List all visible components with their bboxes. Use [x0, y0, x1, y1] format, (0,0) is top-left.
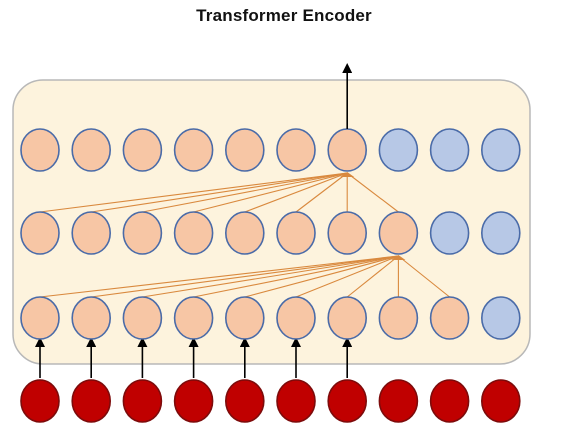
token-node-active [122, 211, 163, 255]
attention-line [244, 255, 399, 298]
attention-junction-marker [340, 172, 355, 177]
token-node-masked [480, 211, 521, 255]
input-embedding-node [276, 379, 316, 423]
token-node-active [225, 296, 265, 340]
token-node-active [20, 296, 60, 340]
token-node-active [378, 296, 419, 340]
attention-line [193, 172, 348, 213]
token-node-active [173, 211, 214, 255]
diagram-title: Transformer Encoder [196, 6, 372, 25]
token-node-active [327, 128, 368, 172]
token-node-masked [480, 128, 521, 172]
input-embedding-node [327, 379, 368, 423]
token-node-active [429, 296, 470, 340]
token-node-active [71, 296, 111, 340]
token-node-active [20, 128, 60, 172]
attention-line [244, 172, 348, 213]
token-node-active [378, 211, 419, 255]
attention-line [39, 172, 348, 213]
token-node-active [276, 128, 316, 172]
attention-line [39, 255, 399, 298]
input-embedding-node [122, 379, 163, 423]
token-node-masked [378, 128, 419, 172]
token-nodes [20, 128, 521, 423]
input-embedding-node [71, 379, 111, 423]
token-node-active [122, 128, 163, 172]
token-node-active [122, 296, 163, 340]
token-node-active [276, 211, 316, 255]
token-node-active [20, 211, 60, 255]
input-arrows [35, 337, 353, 378]
attention-line [193, 255, 399, 298]
attention-line [91, 172, 348, 213]
attention-line [295, 172, 348, 213]
attention-line [346, 255, 399, 298]
token-node-active [71, 128, 111, 172]
attention-line [142, 172, 348, 213]
token-node-active [276, 296, 316, 340]
token-node-masked [480, 296, 521, 340]
token-node-masked [429, 211, 470, 255]
token-node-active [225, 128, 265, 172]
token-node-active [327, 211, 368, 255]
input-embedding-node [429, 379, 470, 423]
attention-line [295, 255, 399, 298]
attention-line [398, 255, 450, 298]
attention-connections [39, 172, 450, 298]
token-node-active [225, 211, 265, 255]
attention-line [91, 255, 399, 298]
input-embedding-node [480, 379, 521, 423]
attention-line [346, 172, 399, 213]
token-node-active [173, 128, 214, 172]
token-node-masked [429, 128, 470, 172]
token-node-active [71, 211, 111, 255]
attention-junction-marker [391, 255, 406, 260]
token-node-active [327, 296, 368, 340]
token-node-active [173, 296, 214, 340]
attention-line [142, 255, 399, 298]
input-embedding-node [225, 379, 265, 423]
input-embedding-node [378, 379, 419, 423]
input-embedding-node [173, 379, 214, 423]
input-embedding-node [20, 379, 60, 423]
